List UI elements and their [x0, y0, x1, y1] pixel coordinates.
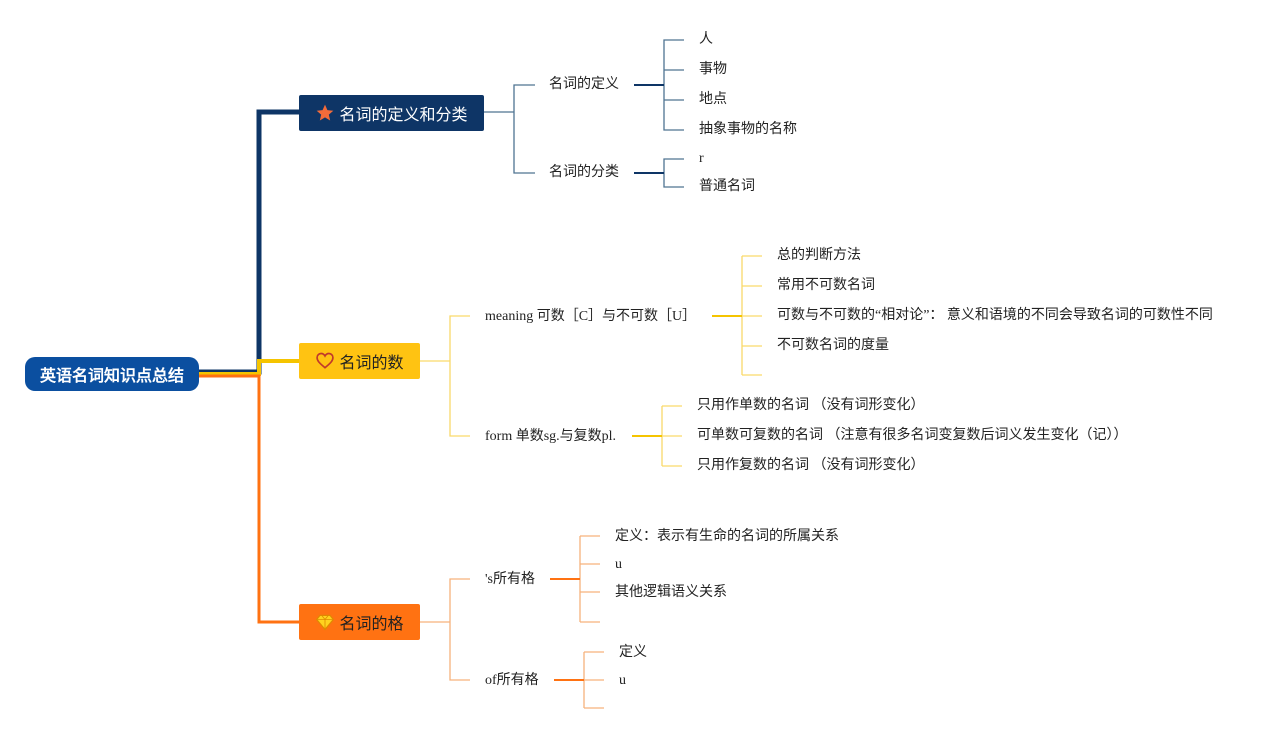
topic-noun-classification[interactable]: 名词的分类 [549, 165, 619, 180]
b3-of-links [583, 651, 604, 709]
topic-s-possessive[interactable]: 's所有格 [485, 572, 535, 587]
root-topic-label: 英语名词知识点总结 [39, 368, 184, 385]
heart-icon [315, 351, 335, 371]
leaf-item[interactable]: 普通名词 [699, 179, 755, 194]
topic-of-possessive[interactable]: of所有格 [485, 673, 539, 688]
branch-label: 名词的数 [339, 355, 404, 372]
leaf-item[interactable]: u [615, 557, 622, 572]
leaf-item[interactable]: 事物 [699, 62, 727, 77]
leaf-item[interactable]: 可数与不可数的“相对论”： 意义和语境的不同会导致名词的可数性不同 [777, 308, 1213, 323]
leaf-item[interactable]: 只用作复数的名词 （没有词形变化） [697, 458, 925, 473]
trunk-line-2 [199, 359, 299, 376]
leaf-item[interactable]: 可单数可复数的名词 （注意有很多名词变复数后词义发生变化（记）） [697, 428, 1128, 443]
leaf-item[interactable]: 常用不可数名词 [777, 278, 875, 293]
leaf-item[interactable]: 定义 [619, 645, 647, 660]
diamond-icon [315, 612, 335, 632]
leaf-item[interactable]: 只用作单数的名词 （没有词形变化） [697, 398, 925, 413]
topic-countable-uncountable[interactable]: meaning 可数［C］与不可数［U］ [485, 309, 697, 324]
leaf-item[interactable]: r [699, 151, 704, 166]
leaf-item[interactable]: 其他逻辑语义关系 [615, 585, 727, 600]
leaf-item[interactable]: 总的判断方法 [777, 248, 861, 263]
leaf-item[interactable]: 人 [699, 32, 713, 47]
b2-form-links [661, 405, 682, 467]
leaf-item[interactable]: 地点 [699, 92, 727, 107]
trunk-line-3 [199, 374, 299, 624]
b3-s-links [579, 535, 600, 623]
branch-definition-classification[interactable]: 名词的定义和分类 [299, 95, 484, 131]
topic-singular-plural[interactable]: form 单数sg.与复数pl. [485, 429, 617, 444]
leaf-item[interactable]: 抽象事物的名称 [699, 122, 797, 137]
leaf-item[interactable]: u [619, 673, 626, 688]
root-topic[interactable]: 英语名词知识点总结 [25, 357, 199, 391]
star-icon [315, 103, 335, 123]
branch-label: 名词的格 [339, 616, 404, 633]
b2-meaning-links [741, 255, 762, 376]
b2-link [420, 315, 470, 437]
trunk-line-1 [199, 109, 299, 375]
topic-noun-definition[interactable]: 名词的定义 [549, 77, 619, 92]
branch-noun-number[interactable]: 名词的数 [299, 343, 420, 379]
leaf-item[interactable]: 不可数名词的度量 [777, 338, 889, 353]
b1-def-links [634, 39, 684, 131]
branch-noun-case[interactable]: 名词的格 [299, 604, 420, 640]
leaf-item[interactable]: 定义：表示有生命的名词的所属关系 [615, 529, 839, 544]
branch-label: 名词的定义和分类 [339, 107, 468, 124]
b1-link [484, 84, 535, 174]
b3-link [420, 578, 470, 681]
